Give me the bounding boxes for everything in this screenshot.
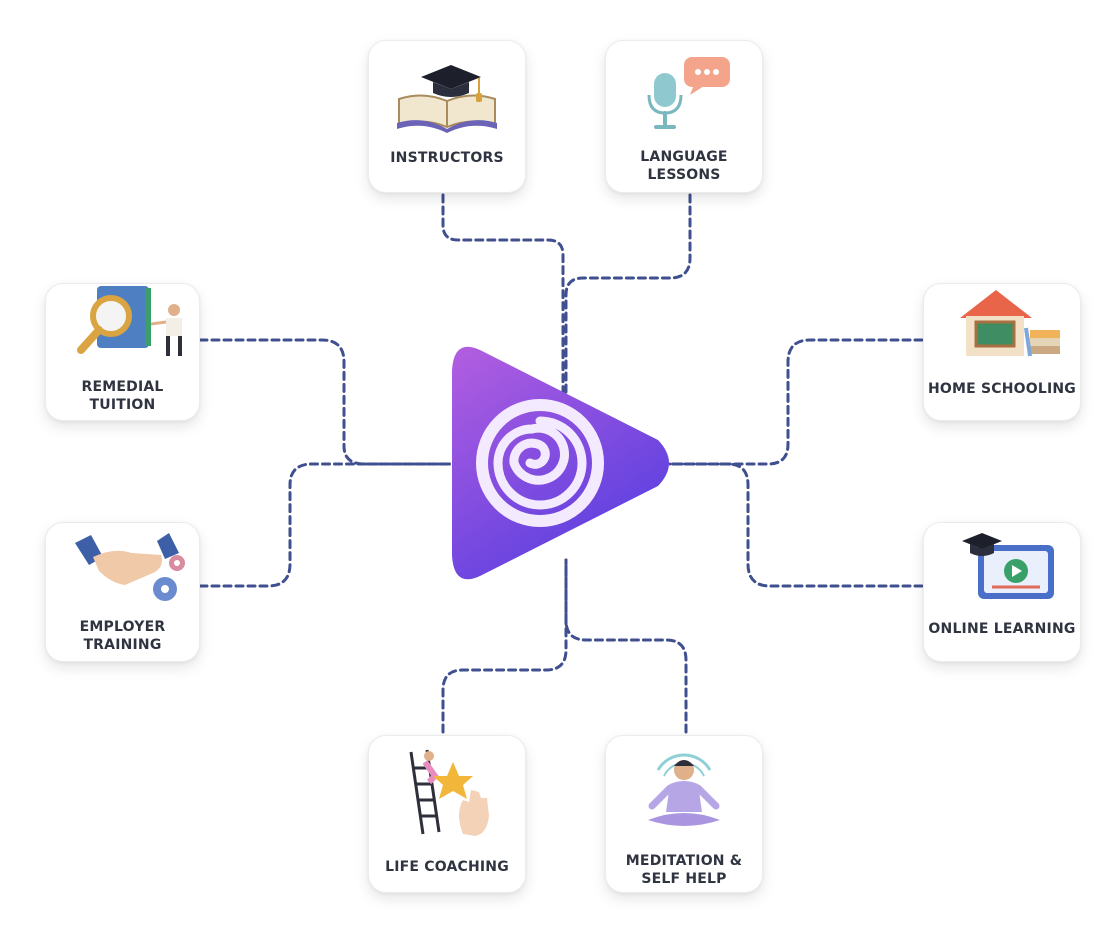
center-logo — [440, 338, 676, 588]
node-label: INSTRUCTORS — [390, 150, 504, 166]
magnifier-book-person-icon — [46, 284, 199, 366]
node-remedial-tuition: REMEDIAL TUITION — [45, 283, 200, 421]
node-label: LIFE COACHING — [385, 859, 509, 875]
handshake-gears-icon — [46, 527, 199, 609]
node-home-schooling: HOME SCHOOLING — [923, 283, 1081, 421]
connector-remedial — [198, 338, 452, 466]
node-label: ONLINE LEARNING — [928, 621, 1076, 637]
connector-meditation — [564, 558, 688, 734]
node-employer-training: EMPLOYER TRAINING — [45, 522, 200, 662]
node-label: MEDITATION & SELF HELP — [625, 853, 743, 887]
connector-language — [564, 193, 692, 402]
microphone-chat-icon — [606, 53, 762, 135]
connector-home — [668, 338, 924, 466]
ladder-star-hand-icon — [369, 742, 525, 838]
node-label: HOME SCHOOLING — [928, 381, 1077, 397]
spiral-play-logo-icon — [452, 346, 669, 580]
graduation-cap-book-icon — [369, 53, 525, 135]
node-instructors: INSTRUCTORS — [368, 40, 526, 193]
node-label: EMPLOYER TRAINING — [79, 619, 166, 653]
node-language-lessons: LANGUAGE LESSONS — [605, 40, 763, 193]
node-life-coaching: LIFE COACHING — [368, 735, 526, 893]
connector-employer — [198, 462, 452, 588]
node-meditation-self-help: MEDITATION & SELF HELP — [605, 735, 763, 893]
house-chalkboard-books-icon — [924, 284, 1080, 366]
node-online-learning: ONLINE LEARNING — [923, 522, 1081, 662]
connector-life — [441, 558, 568, 734]
connector-online — [668, 462, 924, 588]
node-label: LANGUAGE LESSONS — [640, 149, 728, 183]
meditating-person-icon — [606, 740, 762, 836]
connector-instructors — [441, 193, 565, 402]
node-label: REMEDIAL TUITION — [81, 379, 164, 413]
graduation-cap-video-screen-icon — [924, 527, 1080, 609]
